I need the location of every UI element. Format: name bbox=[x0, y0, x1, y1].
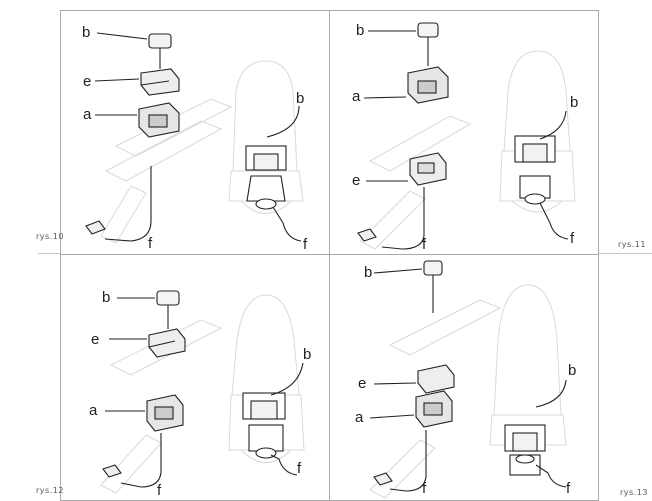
label-b-side: b bbox=[303, 346, 312, 363]
panel-rys-12: b e a b f f bbox=[60, 254, 331, 501]
label-f-side: f bbox=[566, 480, 571, 497]
label-b-bolt: b bbox=[102, 289, 111, 306]
panel-rys-11: b a e b f f bbox=[329, 10, 599, 255]
label-a-block: a bbox=[352, 88, 361, 105]
figure-label-rys-10: rys.10 bbox=[36, 232, 64, 241]
panel-rys-13: b e a b f f bbox=[329, 254, 599, 501]
panel-rys-13-drawing bbox=[369, 260, 567, 499]
panel-rys-11-drawing bbox=[357, 22, 576, 250]
label-f-rail: f bbox=[148, 235, 153, 252]
label-f-side: f bbox=[297, 460, 302, 477]
figure-label-rys-13: rys.13 bbox=[620, 488, 648, 497]
label-b-bolt: b bbox=[356, 22, 365, 39]
label-e-clamp: e bbox=[91, 331, 100, 348]
label-b-bolt: b bbox=[364, 264, 373, 281]
label-e-clamp: e bbox=[83, 73, 92, 90]
figure-label-rys-11: rys.11 bbox=[618, 240, 646, 249]
label-f-rail: f bbox=[157, 482, 162, 499]
label-e-clamp: e bbox=[358, 375, 367, 392]
label-f-side: f bbox=[303, 236, 308, 253]
panel-rys-10: b e a b f f bbox=[60, 10, 331, 255]
panel-rys-12-drawing bbox=[100, 290, 305, 494]
label-f-side: f bbox=[570, 230, 575, 247]
label-a-block: a bbox=[89, 402, 98, 419]
figure-label-rys-12: rys.12 bbox=[36, 486, 64, 495]
label-e-clamp: e bbox=[352, 172, 361, 189]
label-b-bolt: b bbox=[82, 24, 91, 41]
label-b-side: b bbox=[296, 90, 305, 107]
label-a-block: a bbox=[355, 409, 364, 426]
label-f-rail: f bbox=[422, 236, 427, 253]
label-b-side: b bbox=[570, 94, 579, 111]
label-a-block: a bbox=[83, 106, 92, 123]
panel-rys-10-drawing bbox=[85, 32, 304, 244]
label-f-rail: f bbox=[422, 480, 427, 497]
label-b-side: b bbox=[568, 362, 577, 379]
